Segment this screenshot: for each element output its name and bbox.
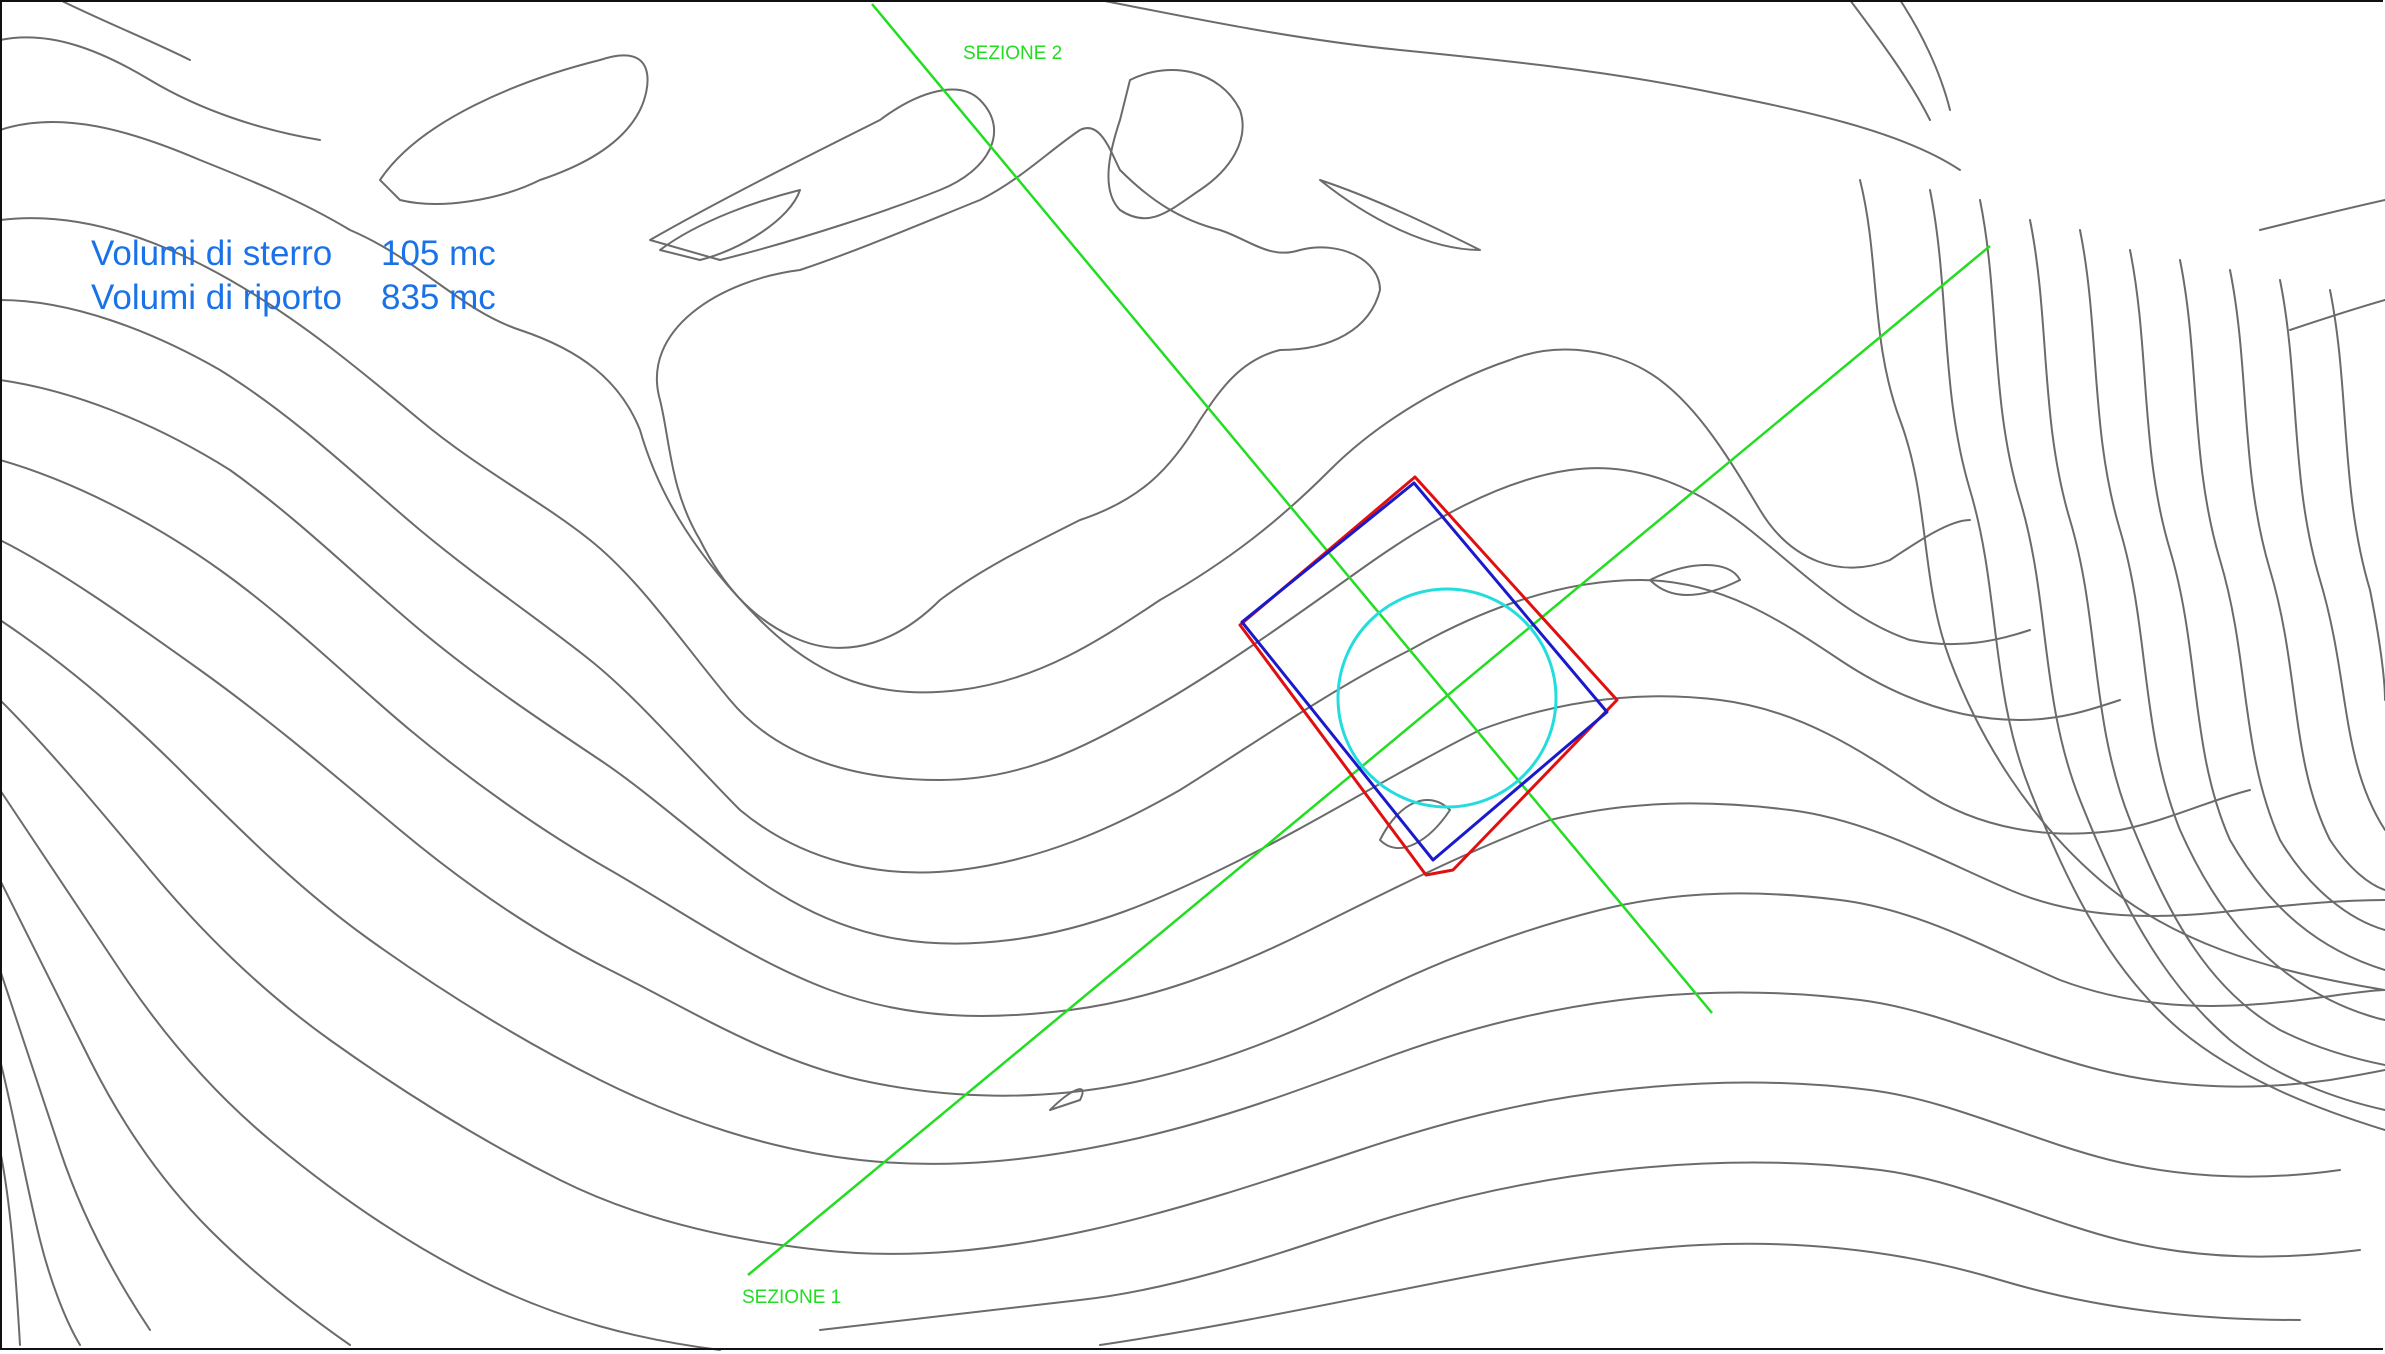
existing-outline (1238, 475, 1619, 877)
contour-line (1107, 69, 1244, 220)
contour-line (0, 1059, 81, 1346)
cut-volume-value: 105 mc (381, 234, 496, 273)
contour-line (1929, 189, 2385, 1131)
contour-line (2079, 229, 2385, 1021)
contour-line (2179, 259, 2385, 931)
contour-line (819, 1161, 2361, 1331)
contour-line (0, 789, 721, 1351)
contour-line (0, 36, 321, 141)
contour-line (1859, 179, 2385, 991)
project-outline (1240, 481, 1609, 862)
cut-volume-label: Volumi di sterro (91, 234, 333, 273)
section-2-line (871, 3, 1713, 1014)
contour-line (0, 969, 151, 1331)
fill-volume-row: Volumi di riporto 835 mc (91, 276, 496, 320)
section-2-label: SEZIONE 2 (963, 43, 1063, 64)
contour-line (2289, 299, 2385, 331)
contour-line (1049, 1088, 1084, 1111)
contour-line (2279, 279, 2385, 831)
contour-line (0, 699, 2341, 1255)
volumes-annotation: Volumi di sterro 105 mc Volumi di riport… (91, 232, 496, 320)
contour-line (1849, 0, 1931, 121)
contour-line (649, 88, 996, 261)
contour-line (0, 120, 1971, 694)
section-1-label: SEZIONE 1 (742, 1287, 842, 1308)
section-lines (747, 3, 1991, 1276)
contour-line (1979, 199, 2385, 1111)
contour-line (659, 189, 801, 261)
circle-marker (1336, 587, 1558, 809)
contour-line (1379, 799, 1451, 850)
fill-volume-label: Volumi di riporto (91, 278, 342, 317)
contour-line (1649, 564, 1741, 596)
contour-line (2329, 289, 2385, 701)
contour-line (0, 539, 2385, 1097)
contour-line (1899, 0, 1951, 111)
cut-volume-row: Volumi di sterro 105 mc (91, 232, 496, 276)
contour-line (0, 299, 2121, 874)
contour-line (0, 459, 2385, 1017)
contour-line (1099, 1242, 2301, 1346)
contour-line (0, 879, 351, 1346)
contour-line (2129, 249, 2385, 971)
section-1-line (747, 245, 1991, 1276)
contour-line (1099, 0, 1961, 171)
contour-line (2229, 269, 2385, 891)
contour-line (0, 379, 2251, 945)
contour-line (0, 217, 2031, 781)
fill-volume-value: 835 mc (381, 278, 496, 317)
contour-line (2029, 219, 2385, 1066)
contour-line (0, 1149, 21, 1346)
contour-line (2259, 199, 2385, 231)
contour-line (59, 0, 191, 61)
contour-line (655, 127, 1381, 649)
contour-line (379, 54, 649, 205)
contour-line (0, 619, 2385, 1165)
contour-line (1319, 179, 1481, 251)
